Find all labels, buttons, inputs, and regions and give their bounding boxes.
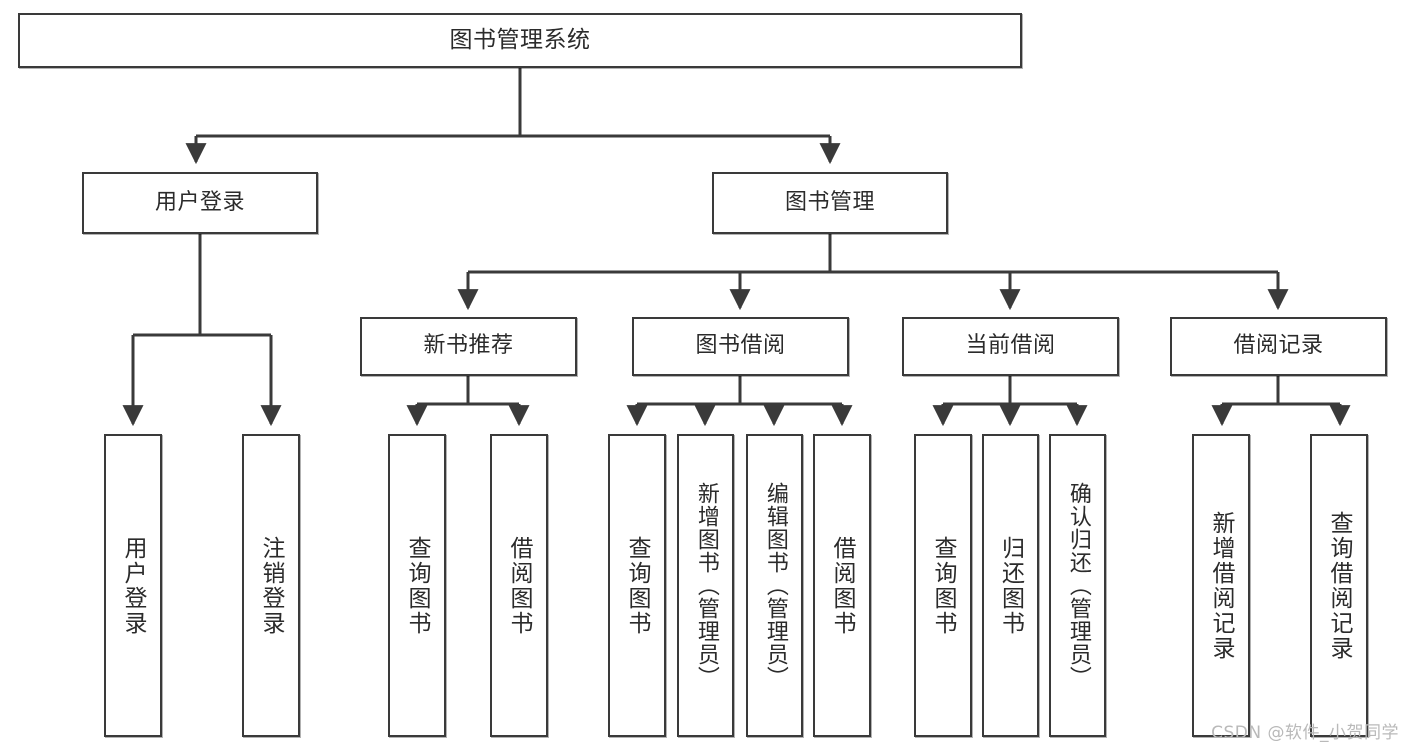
leaf-user-logout-label: 注销登录 xyxy=(258,535,285,636)
leaf-add-record-label: 新增借阅记录 xyxy=(1208,510,1235,661)
leaf-user-logout[interactable]: 注销登录 xyxy=(242,434,300,737)
leaf-query-book-1[interactable]: 查询图书 xyxy=(388,434,446,737)
node-current-borrow-label: 当前借阅 xyxy=(965,333,1056,359)
leaf-add-book-label: 新增图书（管理员） xyxy=(693,482,719,689)
node-current-borrow[interactable]: 当前借阅 xyxy=(902,317,1119,376)
node-new-book-rec-label: 新书推荐 xyxy=(423,333,514,359)
node-new-book-rec[interactable]: 新书推荐 xyxy=(360,317,577,376)
node-borrow-record-label: 借阅记录 xyxy=(1233,333,1324,359)
node-book-borrow-label: 图书借阅 xyxy=(695,333,786,359)
node-root-label: 图书管理系统 xyxy=(449,26,591,53)
leaf-borrow-book-2[interactable]: 借阅图书 xyxy=(813,434,871,737)
leaf-edit-book[interactable]: 编辑图书（管理员） xyxy=(746,434,803,737)
leaf-query-book-1-label: 查询图书 xyxy=(404,535,431,636)
leaf-borrow-book-2-label: 借阅图书 xyxy=(829,535,856,636)
leaf-query-book-3-label: 查询图书 xyxy=(930,535,957,636)
node-borrow-record[interactable]: 借阅记录 xyxy=(1170,317,1387,376)
leaf-edit-book-label: 编辑图书（管理员） xyxy=(762,482,788,689)
leaf-add-book[interactable]: 新增图书（管理员） xyxy=(677,434,734,737)
leaf-query-book-3[interactable]: 查询图书 xyxy=(914,434,972,737)
leaf-query-record[interactable]: 查询借阅记录 xyxy=(1310,434,1368,737)
leaf-query-record-label: 查询借阅记录 xyxy=(1326,510,1353,661)
leaf-return-book-label: 归还图书 xyxy=(997,535,1024,636)
node-user-login-label: 用户登录 xyxy=(154,189,245,215)
leaf-user-login[interactable]: 用户登录 xyxy=(104,434,162,737)
leaf-confirm-return-label: 确认归还（管理员） xyxy=(1065,482,1091,689)
leaf-add-record[interactable]: 新增借阅记录 xyxy=(1192,434,1250,737)
leaf-user-login-label: 用户登录 xyxy=(120,535,147,636)
node-book-manage-label: 图书管理 xyxy=(784,189,875,215)
leaf-query-book-2-label: 查询图书 xyxy=(624,535,651,636)
watermark: CSDN @软件_小贺同学 xyxy=(1211,723,1399,743)
leaf-confirm-return[interactable]: 确认归还（管理员） xyxy=(1049,434,1106,737)
node-user-login[interactable]: 用户登录 xyxy=(82,172,318,234)
leaf-borrow-book-1-label: 借阅图书 xyxy=(506,535,533,636)
node-book-borrow[interactable]: 图书借阅 xyxy=(632,317,849,376)
node-root[interactable]: 图书管理系统 xyxy=(18,13,1022,68)
leaf-return-book[interactable]: 归还图书 xyxy=(982,434,1039,737)
leaf-borrow-book-1[interactable]: 借阅图书 xyxy=(490,434,548,737)
node-book-manage[interactable]: 图书管理 xyxy=(712,172,948,234)
leaf-query-book-2[interactable]: 查询图书 xyxy=(608,434,666,737)
